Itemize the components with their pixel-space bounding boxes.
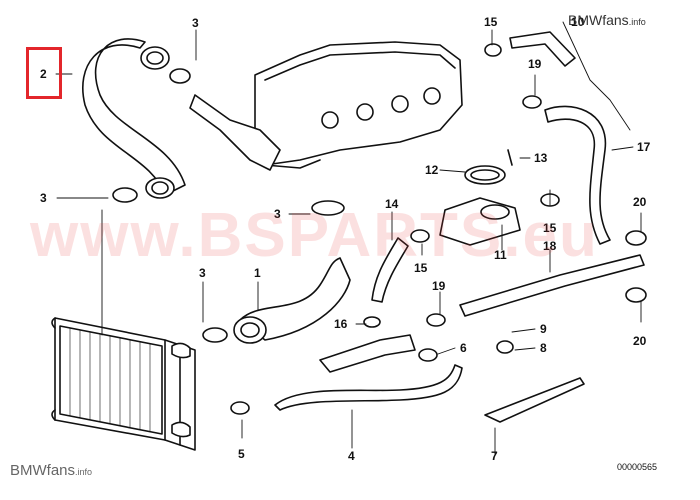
hose-10 — [509, 31, 576, 67]
callout-15-middle[interactable]: 15 — [414, 261, 428, 275]
callout-17[interactable]: 17 — [637, 140, 651, 154]
callout-15-right[interactable]: 15 — [543, 221, 557, 235]
strap-clamp-7 — [484, 377, 585, 423]
callout-labels: 2 3 3 3 3 1 5 4 6 7 8 9 10 11 12 13 14 1… — [40, 15, 651, 463]
callout-3-middle[interactable]: 3 — [274, 207, 281, 221]
callout-20-top[interactable]: 20 — [633, 195, 647, 209]
leader-lines — [55, 21, 642, 456]
callout-12[interactable]: 12 — [425, 163, 439, 177]
watermark-top-suffix: .info — [628, 17, 646, 27]
callout-13[interactable]: 13 — [534, 151, 548, 165]
pipe-16 — [319, 334, 416, 373]
callout-9[interactable]: 9 — [540, 322, 547, 336]
watermark-center: www.BSPARTS.eu — [30, 201, 599, 270]
hose-18 — [459, 254, 645, 317]
callout-18[interactable]: 18 — [543, 239, 557, 253]
watermark-bottom-brand: BMWfans — [10, 462, 76, 479]
callout-8[interactable]: 8 — [540, 341, 547, 355]
callout-3-left[interactable]: 3 — [40, 191, 47, 205]
callout-20-lower[interactable]: 20 — [633, 334, 647, 348]
outlet-pipe — [189, 94, 281, 171]
hose-clamps — [112, 43, 647, 415]
hose-1 — [233, 257, 351, 344]
callout-19-lower[interactable]: 19 — [432, 279, 446, 293]
highlight-box-part-2 — [26, 47, 62, 99]
callout-14[interactable]: 14 — [385, 197, 399, 211]
watermark-bottom-suffix: .info — [75, 467, 93, 477]
watermark-top-right: BMWfans.info — [568, 12, 646, 28]
callout-7[interactable]: 7 — [491, 449, 498, 463]
callout-4[interactable]: 4 — [348, 449, 355, 463]
callout-1[interactable]: 1 — [254, 266, 261, 280]
callout-10[interactable]: 10 — [571, 15, 585, 29]
hose-2 — [82, 38, 186, 199]
callout-2[interactable]: 2 — [40, 67, 47, 81]
document-number: 00000565 — [617, 462, 658, 472]
callout-11[interactable]: 11 — [494, 248, 507, 262]
hose-4 — [274, 364, 463, 411]
callout-6[interactable]: 6 — [460, 341, 467, 355]
watermark-top-brand: BMWfans — [568, 12, 629, 28]
callout-3-lower[interactable]: 3 — [199, 266, 206, 280]
radiator — [51, 317, 196, 451]
watermark-bottom-left: BMWfans.info — [10, 462, 92, 479]
hose-17 — [544, 105, 611, 245]
callout-19-top[interactable]: 19 — [528, 57, 542, 71]
callout-5[interactable]: 5 — [238, 447, 245, 461]
hose-14 — [371, 237, 409, 303]
callout-16[interactable]: 16 — [334, 317, 348, 331]
thermostat-housing — [439, 149, 521, 246]
callout-3-top[interactable]: 3 — [192, 16, 199, 30]
callout-15-top[interactable]: 15 — [484, 15, 498, 29]
engine-cylinder-head — [254, 41, 463, 169]
